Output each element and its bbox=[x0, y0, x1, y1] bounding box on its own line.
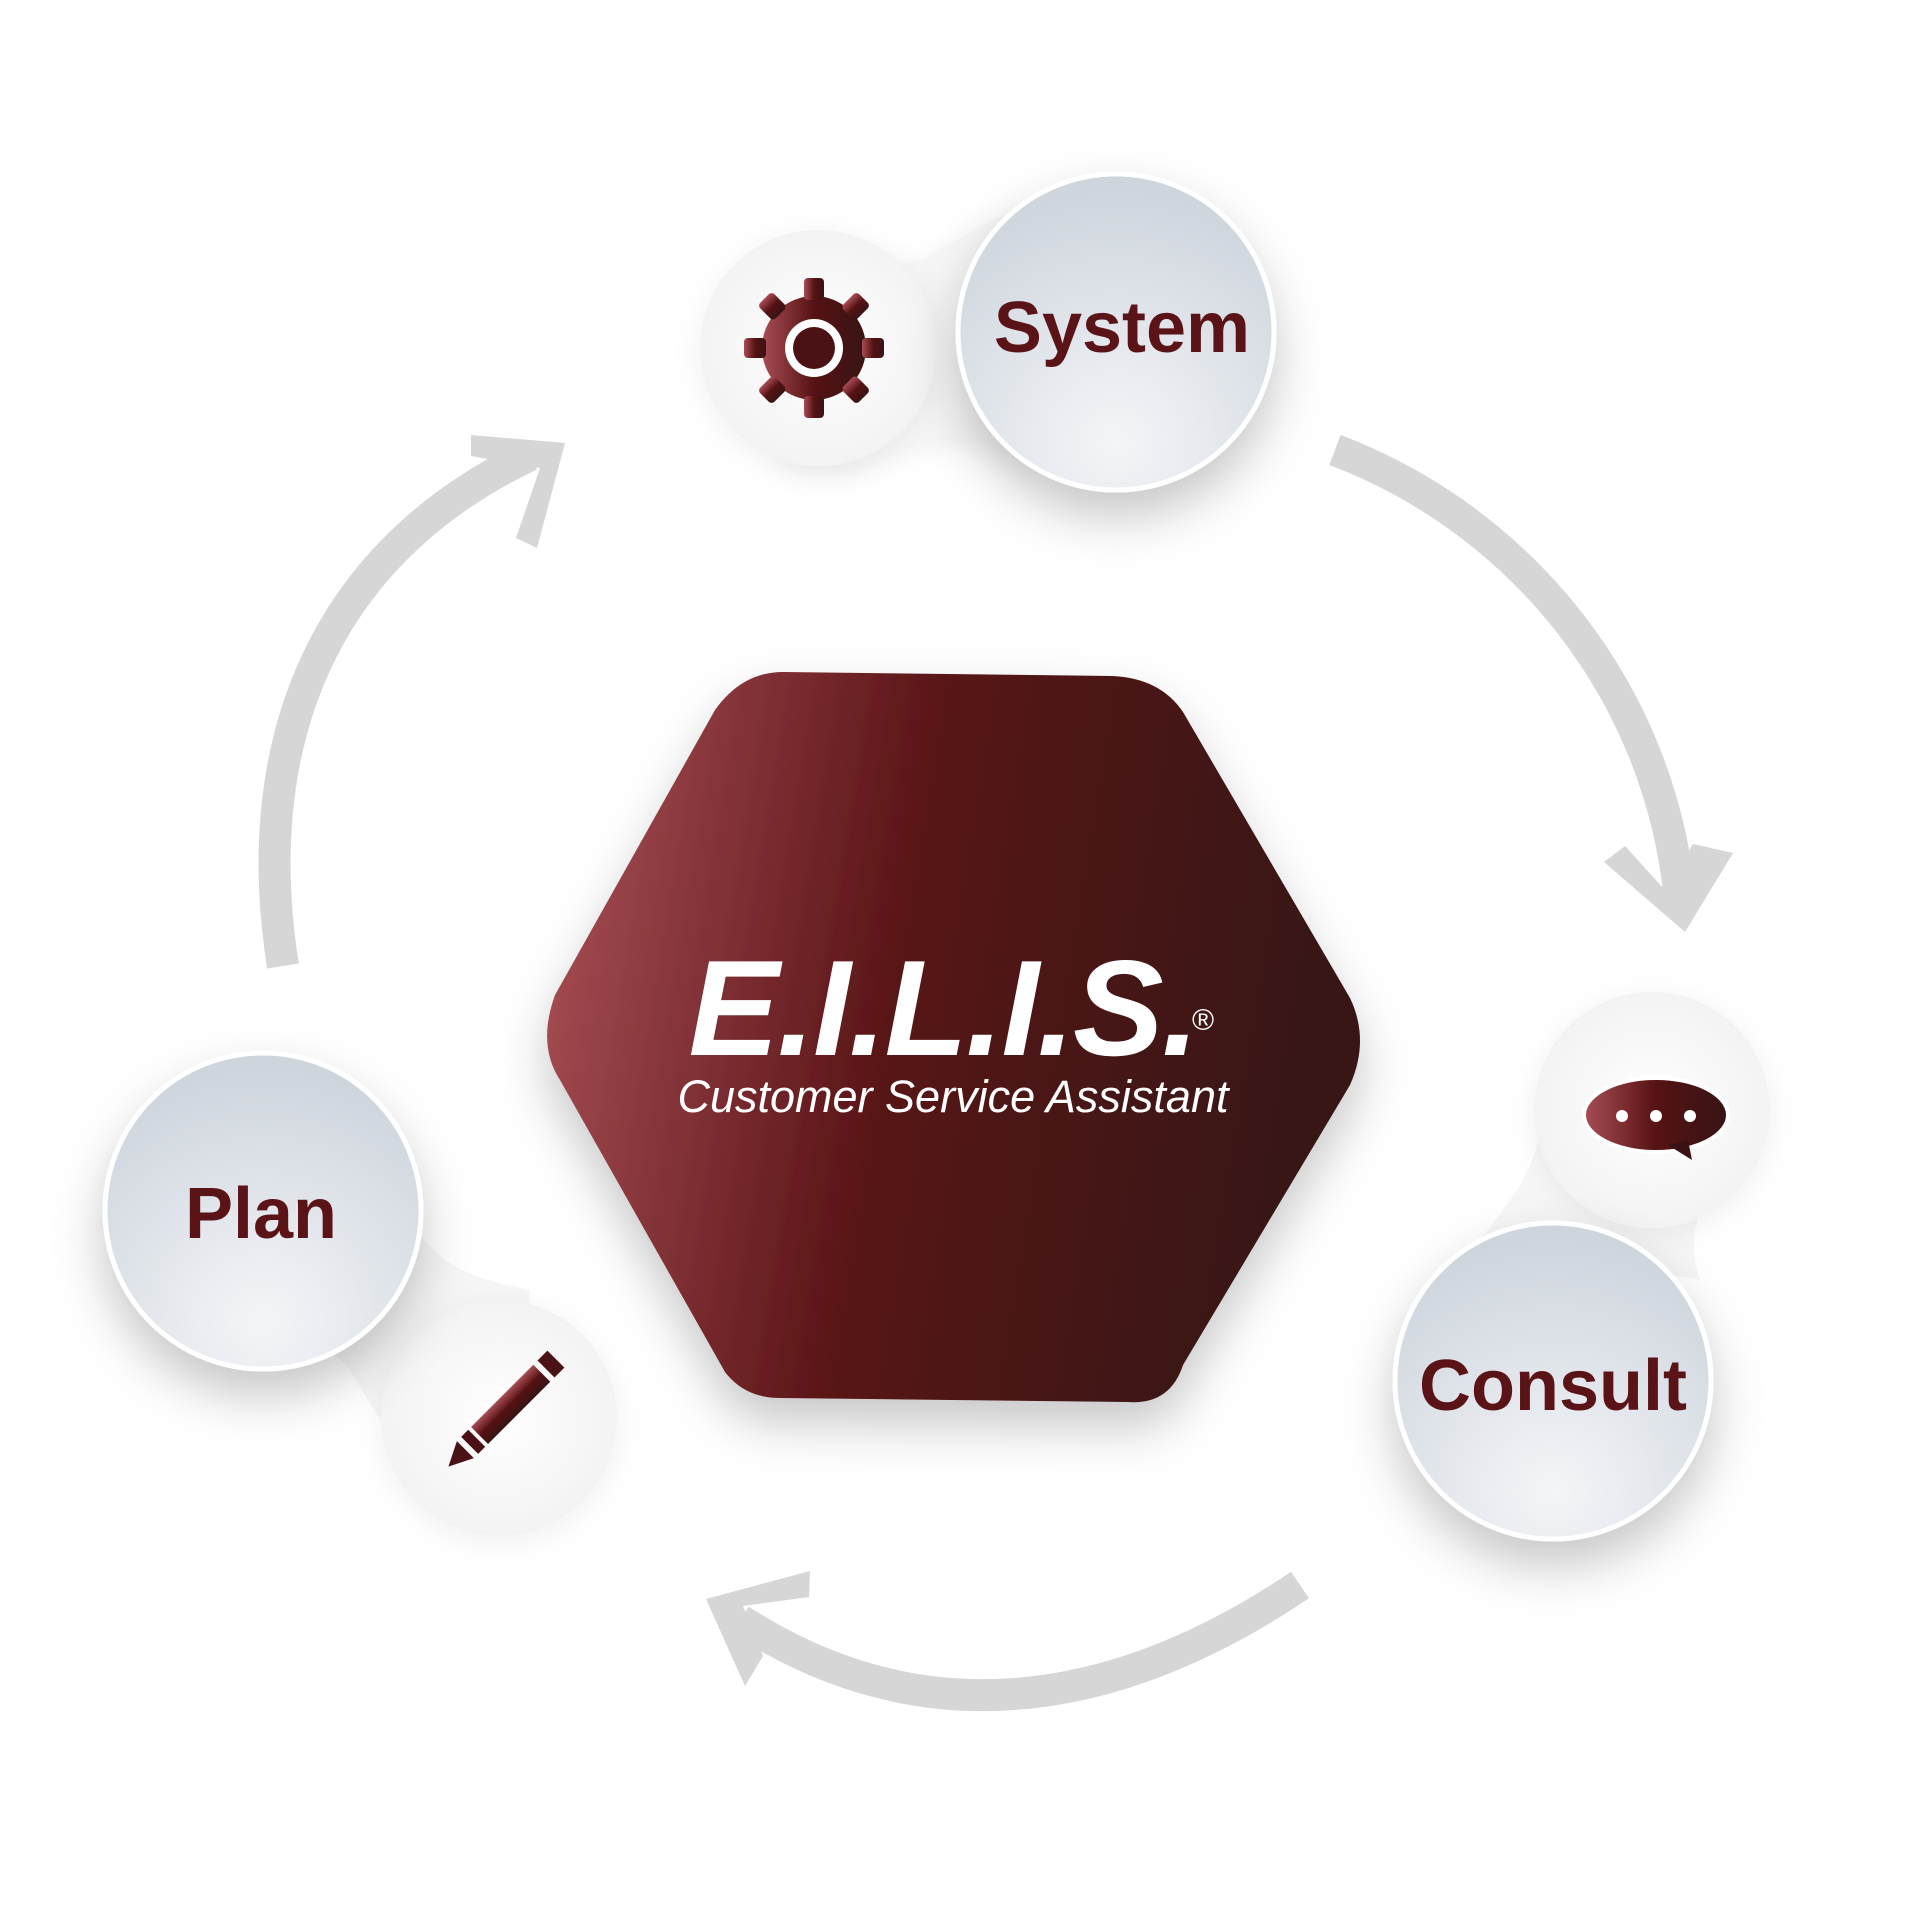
plan-ball bbox=[102, 1050, 424, 1372]
arrow-plan-to-system bbox=[258, 440, 537, 969]
node-system[interactable]: System bbox=[700, 171, 1277, 493]
system-ball bbox=[955, 171, 1277, 493]
arrowhead-icon bbox=[706, 1571, 810, 1686]
plan-label: Plan bbox=[185, 1174, 337, 1254]
arrow-consult-to-plan bbox=[731, 1571, 1309, 1712]
arrowhead-icon bbox=[471, 435, 565, 548]
node-consult[interactable]: Consult bbox=[1392, 992, 1770, 1542]
arrowhead-icon bbox=[1604, 844, 1733, 932]
registered-mark: ® bbox=[1192, 1004, 1214, 1037]
eilis-hexagon bbox=[547, 672, 1360, 1403]
eilis-subtitle: Customer Service Assistant bbox=[677, 1071, 1231, 1122]
gear-icon bbox=[715, 249, 913, 447]
chat-bubble-icon bbox=[1582, 1076, 1730, 1160]
consult-label: Consult bbox=[1419, 1346, 1687, 1426]
arrow-heads bbox=[471, 435, 1733, 1686]
node-plan[interactable]: Plan bbox=[102, 1050, 617, 1536]
arrow-system-to-consult bbox=[1329, 435, 1696, 902]
eilis-title: E.I.L.I.S. bbox=[689, 932, 1198, 1084]
cycle-arrows bbox=[258, 435, 1696, 1712]
consult-ball bbox=[1392, 1220, 1714, 1542]
system-label: System bbox=[994, 288, 1250, 368]
